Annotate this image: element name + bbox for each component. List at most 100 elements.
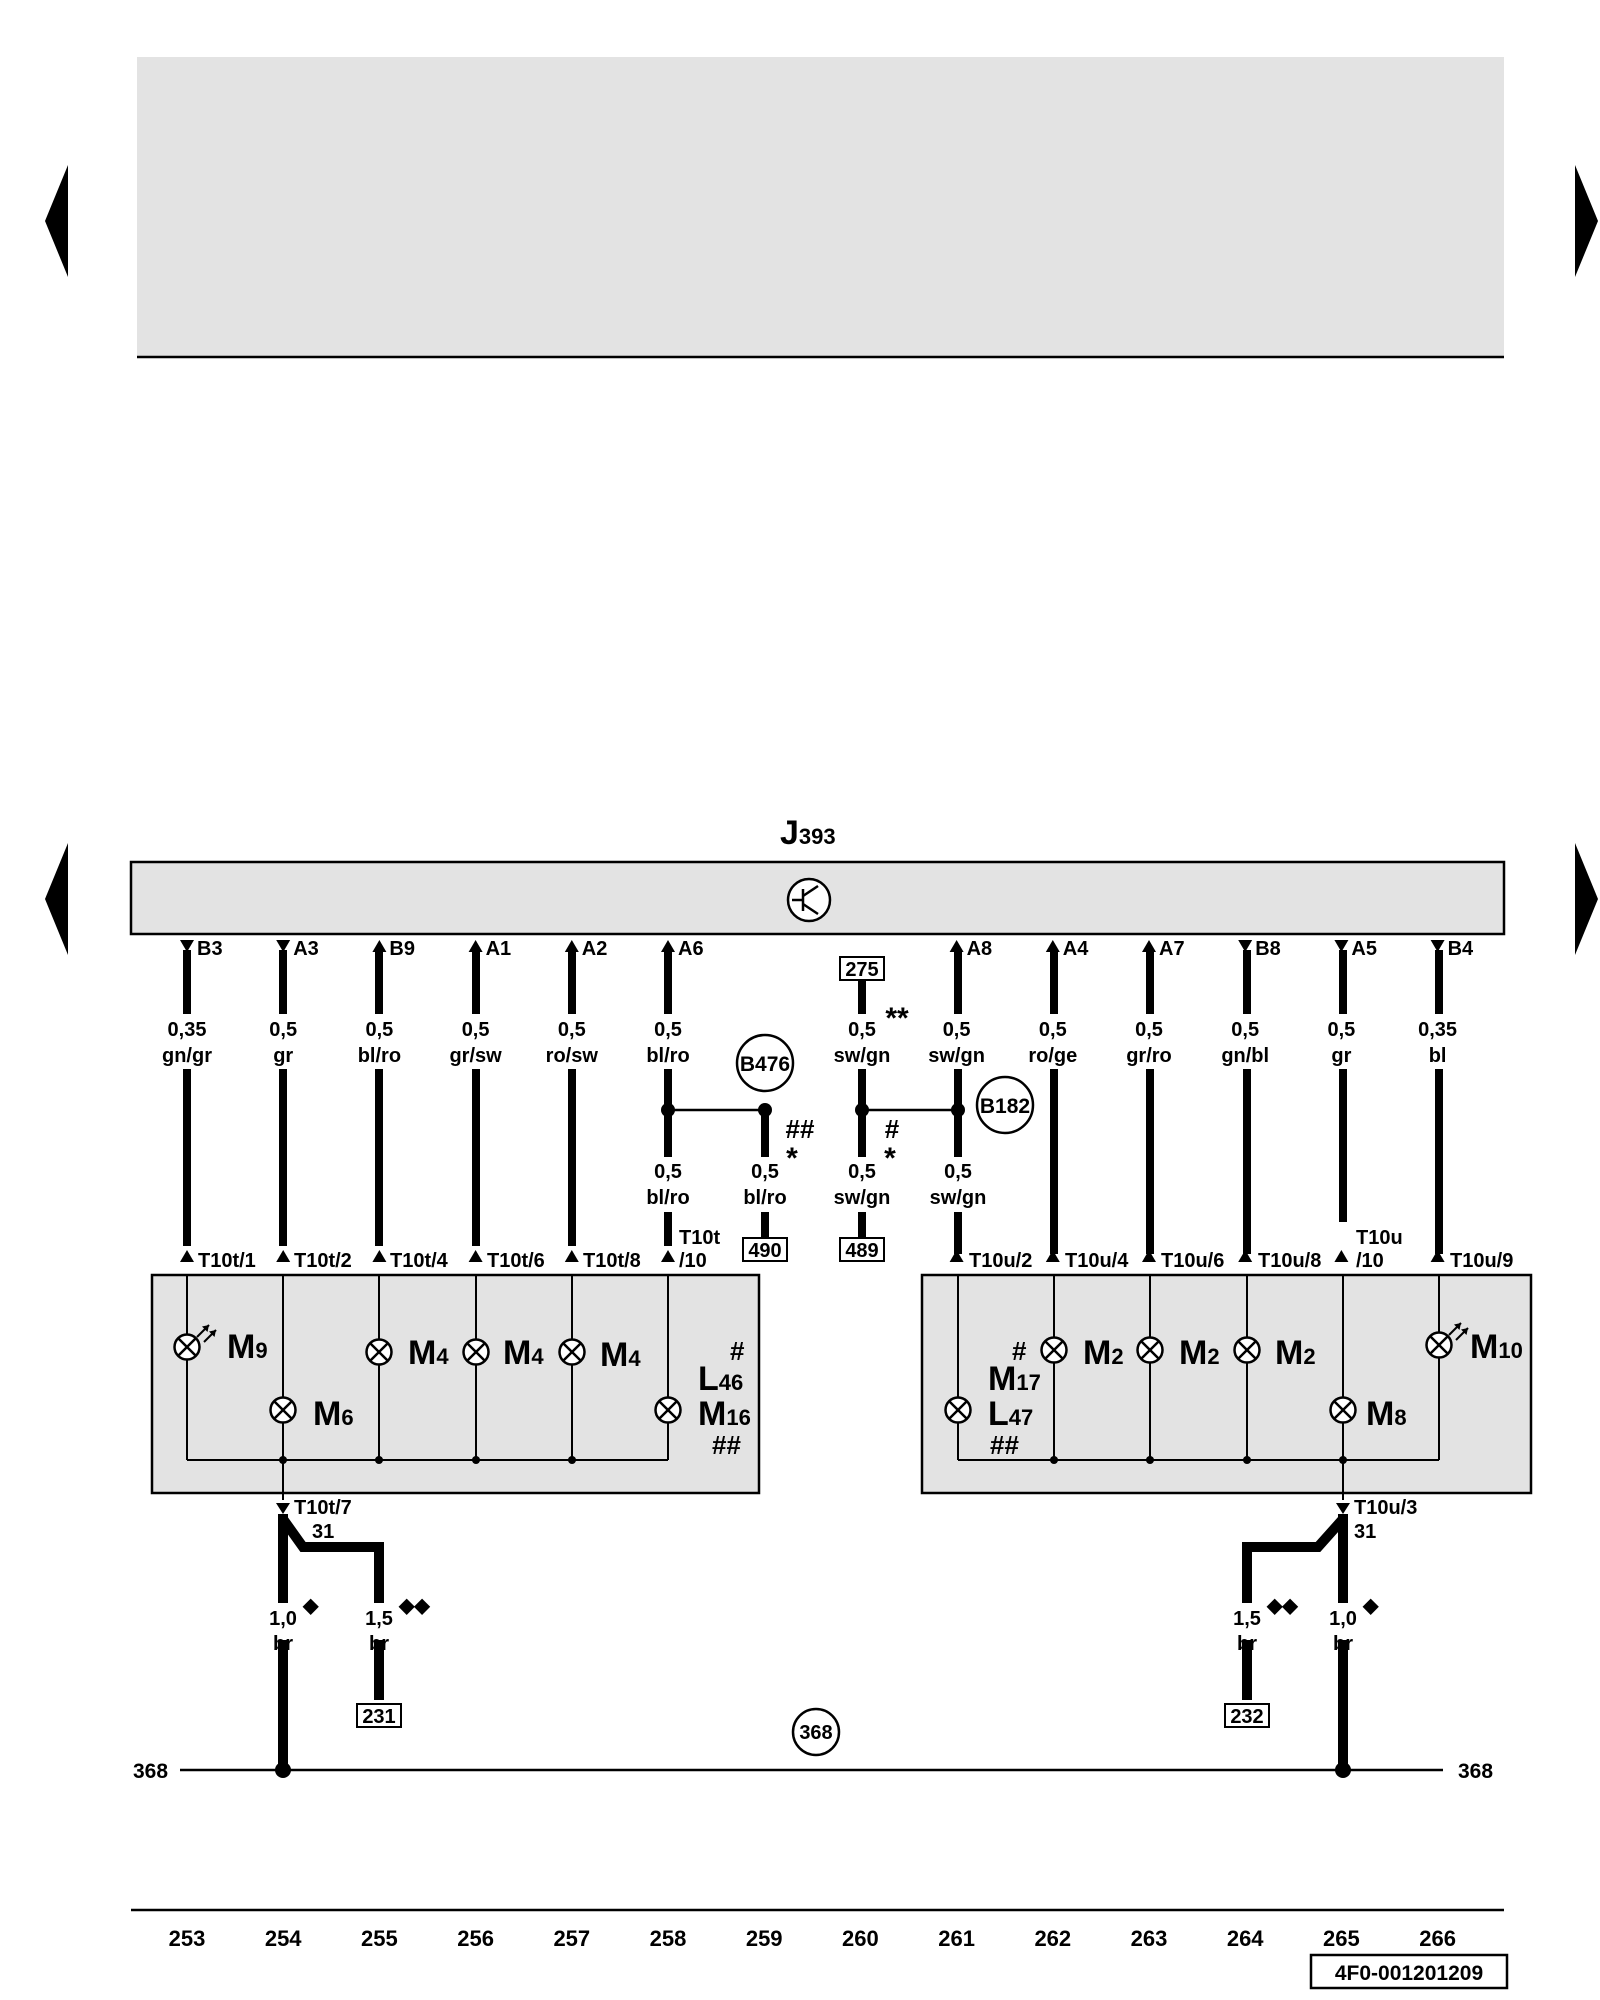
connector-arrow-icon [276,1250,291,1262]
ref-box-275[interactable] [839,956,885,981]
lamp-m2-icon [1040,1336,1068,1364]
svg-text:1,0: 1,0 [1329,1608,1357,1630]
prev-section-arrow-icon[interactable] [45,843,68,955]
pin-label: A7 [1159,938,1185,960]
left-lamp-labels: M9 M6 M4 M4 M4 # L46 M16 ## [227,1328,751,1460]
svg-text:T10t/8: T10t/8 [583,1250,641,1272]
right-module-dots [1050,1456,1347,1464]
ref-275-text: 275 [845,959,878,981]
wire-size-label: 0,5 [1231,1019,1259,1041]
svg-text:0,5: 0,5 [848,1161,876,1183]
ground-wire-labels: 1,0 br 1,5 br 1,5 br 1,0 br [269,1608,1357,1655]
pin-arrow-icon [1334,940,1349,952]
column-number: 254 [265,1926,302,1951]
pin-arrow-icon [276,940,291,952]
pin-label: A4 [1063,938,1089,960]
connector-arrow-icon [468,1250,483,1262]
wire-color-label: ro/sw [546,1045,599,1067]
svg-text:T10u/9: T10u/9 [1450,1250,1513,1272]
svg-text:M10: M10 [1470,1328,1523,1366]
svg-text:1,5: 1,5 [1233,1608,1261,1630]
next-page-arrow-icon[interactable] [1575,165,1598,277]
column-number: 255 [361,1926,398,1951]
connector-arrow-icon [1334,1250,1349,1262]
column-number: 256 [457,1926,494,1951]
svg-text:M2: M2 [1275,1334,1316,1372]
svg-text:br: br [369,1633,389,1655]
junction-b182-label: B182 [980,1095,1030,1118]
svg-text:M9: M9 [227,1328,268,1366]
pin-label: B3 [197,938,223,960]
svg-text:br: br [1237,1633,1257,1655]
pin-arrow-icon [661,940,675,952]
svg-text:M6: M6 [313,1395,354,1433]
junction-b182-circle[interactable] [975,1075,1035,1135]
svg-text:sw/gn: sw/gn [834,1187,891,1209]
svg-text:M17: M17 [988,1360,1041,1398]
wire-color-label: gn/gr [162,1045,212,1067]
ground-bus-label-right: 368 [1458,1760,1493,1783]
svg-text:0,5: 0,5 [944,1161,972,1183]
svg-text:T10u/2: T10u/2 [969,1250,1032,1272]
svg-text:T10t/4: T10t/4 [390,1250,449,1272]
svg-text:L47: L47 [988,1395,1033,1433]
ref-box-489[interactable] [839,1237,885,1262]
junction-b476-label: B476 [740,1053,790,1076]
ref-box-232[interactable] [1224,1703,1270,1728]
header-panel [137,57,1504,357]
wire-size-label: 0,5 [1327,1019,1355,1041]
column-number: 266 [1419,1926,1456,1951]
pin-arrow-icon [1430,940,1445,952]
lamp-l46-m16-icon [654,1396,682,1424]
ref-box-231[interactable] [356,1703,402,1728]
next-section-arrow-icon[interactable] [1575,843,1598,955]
wire-260-color: sw/gn [834,1045,891,1067]
svg-text:T10t/6: T10t/6 [487,1250,545,1272]
column-number: 263 [1131,1926,1168,1951]
wire-color-label: gr/sw [449,1045,502,1067]
svg-text:br: br [273,1633,293,1655]
ground-point-368-circle[interactable] [791,1707,841,1757]
column-number: 261 [938,1926,975,1951]
transistor-symbol [786,877,832,923]
diagram-id-box [1309,1953,1509,1990]
svg-text:M2: M2 [1179,1334,1220,1372]
svg-text:◆◆: ◆◆ [398,1595,430,1617]
lamp-module-left [150,1273,761,1495]
column-number: 265 [1323,1926,1360,1951]
pin-label: B4 [1448,938,1474,960]
lamp-m2-icon [1233,1336,1261,1364]
wire-size-label: 0,5 [654,1019,682,1041]
junction-b476-circle[interactable] [735,1033,795,1093]
pin-label: A3 [293,938,319,960]
svg-text:##: ## [712,1430,741,1460]
svg-text:br: br [1333,1633,1353,1655]
ground-node-left [275,1762,291,1778]
lamp-m4-icon [558,1338,586,1366]
pin-arrow-icon [949,940,964,952]
connector-arrow-icon [564,1250,579,1262]
svg-text:31: 31 [312,1521,334,1543]
connector-arrow-icon [1238,1250,1253,1262]
svg-text:M16: M16 [698,1395,751,1433]
svg-text:1,5: 1,5 [365,1608,393,1630]
svg-text:0,5: 0,5 [654,1161,682,1183]
svg-text:##: ## [990,1430,1019,1460]
lamp-module-right [920,1273,1533,1495]
svg-text:◆: ◆ [1362,1595,1379,1617]
prev-page-arrow-icon[interactable] [45,165,68,277]
ref-box-490[interactable] [742,1237,788,1262]
connector-arrow-icon [661,1250,675,1262]
connector-arrow-icon [1430,1250,1445,1262]
wire-size-label: 0,5 [462,1019,490,1041]
svg-text:M8: M8 [1366,1395,1407,1433]
wire-size-label: 0,5 [943,1019,971,1041]
svg-text:M4: M4 [408,1334,449,1372]
svg-text:31: 31 [1354,1521,1376,1543]
wire-size-label: 0,5 [558,1019,586,1041]
wire-color-label: bl/ro [646,1045,689,1067]
wire-size-label: 0,5 [1039,1019,1067,1041]
wire-259-mark-hash: ## [786,1114,815,1144]
svg-text:/10: /10 [1356,1250,1384,1272]
